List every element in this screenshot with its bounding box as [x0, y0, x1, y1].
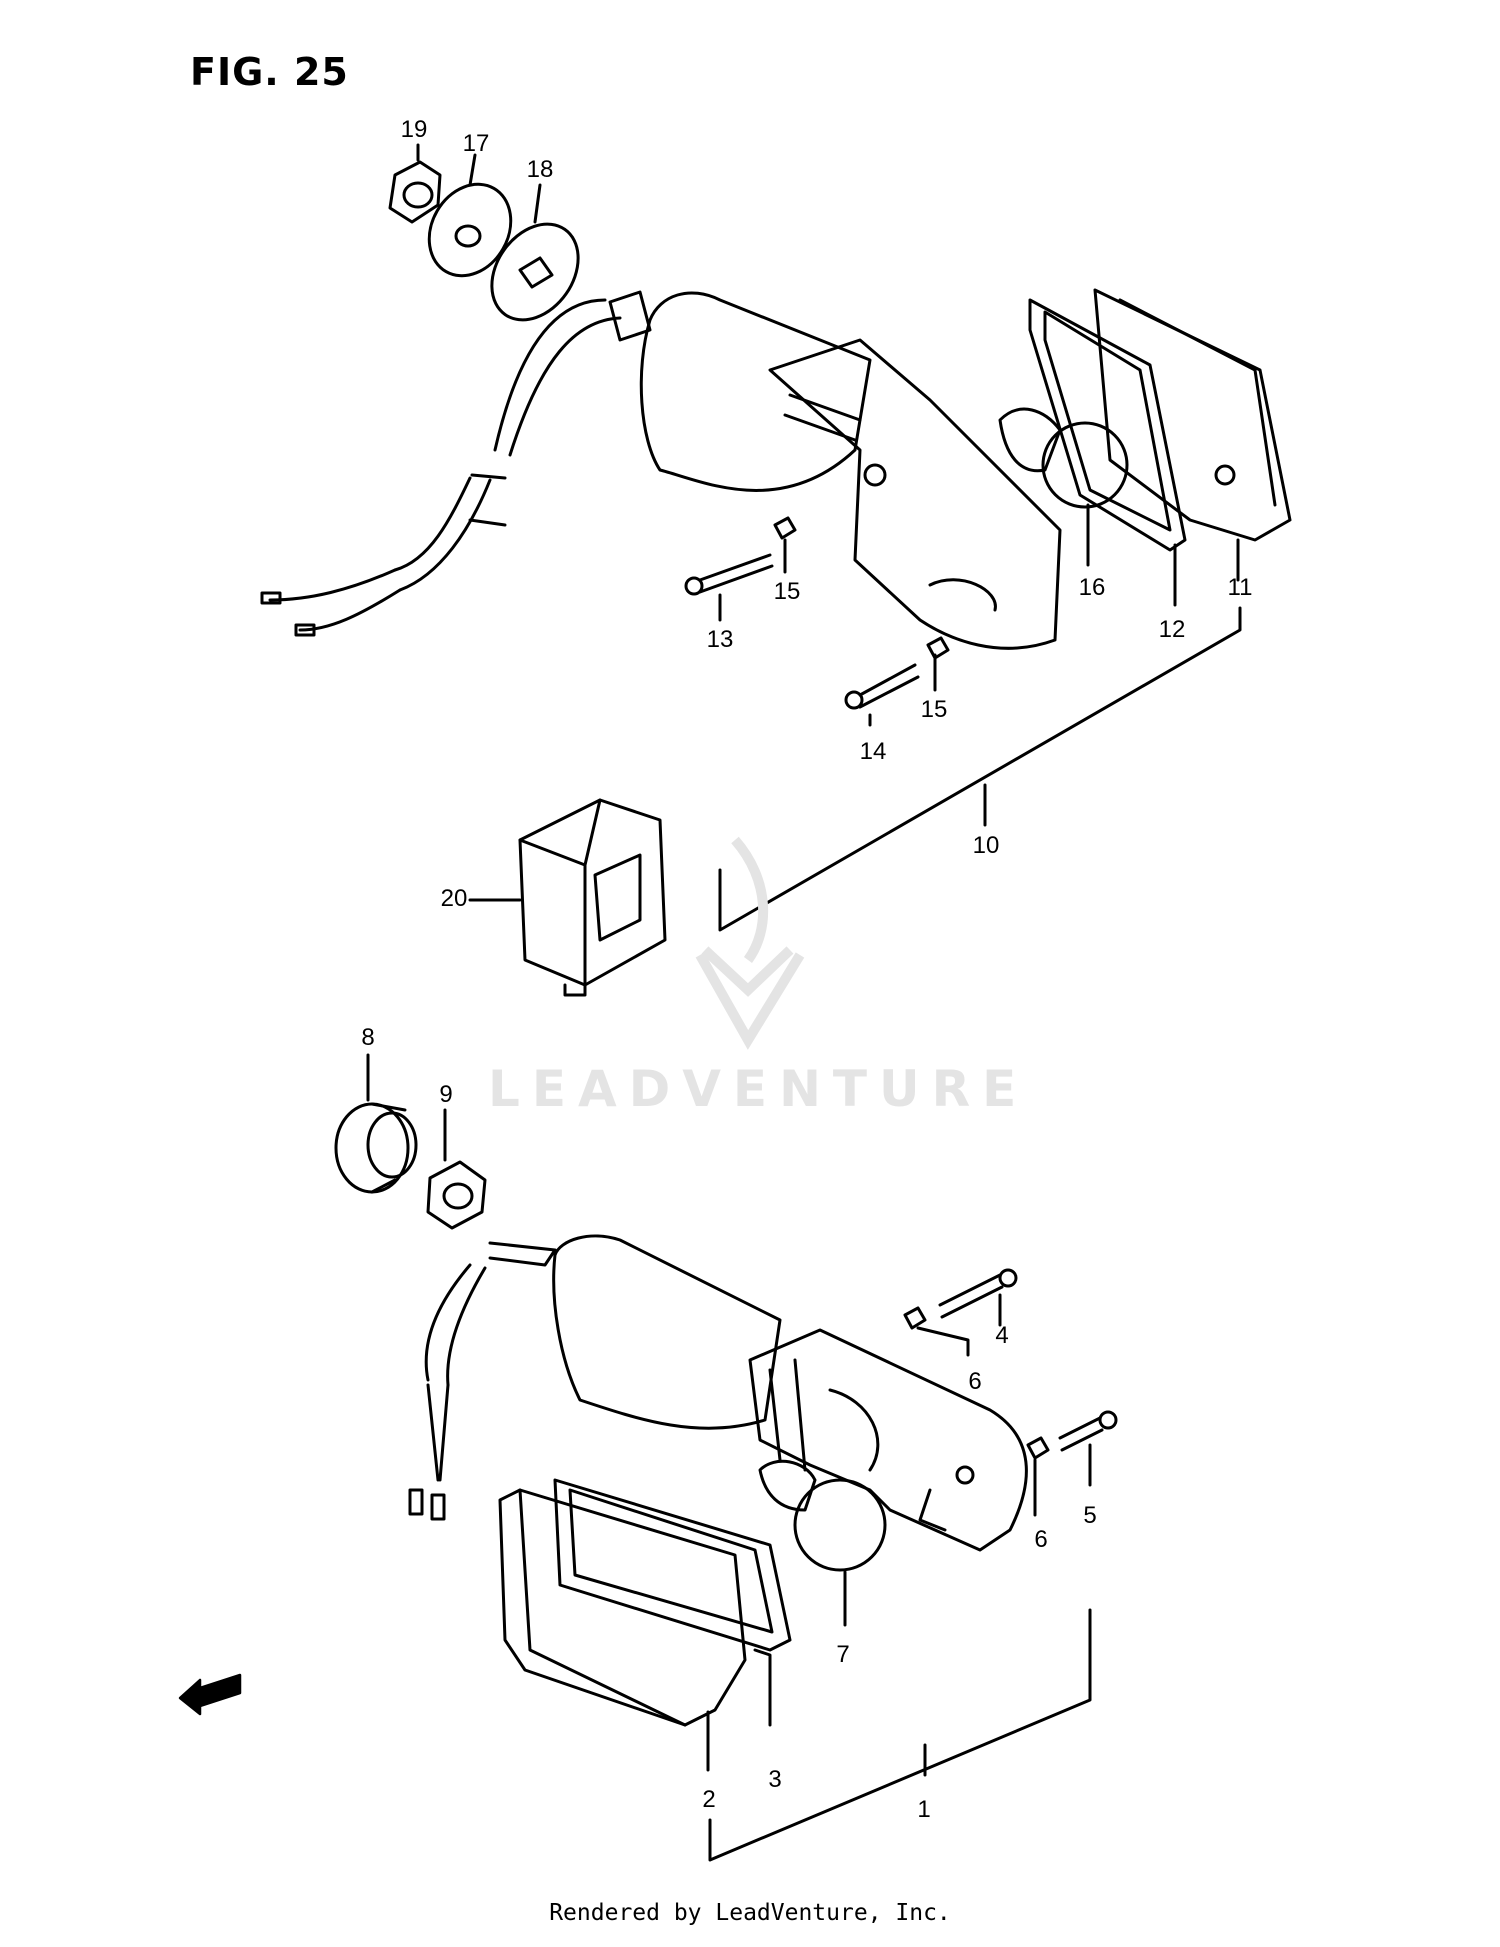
callout-20: 20 — [440, 885, 468, 912]
nut-9 — [426, 1160, 487, 1230]
relay-20 — [468, 798, 667, 997]
callout-13: 13 — [706, 626, 734, 653]
screw-14 — [844, 663, 920, 710]
callout-9: 9 — [439, 1081, 453, 1108]
nut-19 — [388, 160, 442, 224]
nut-6-b — [1026, 1436, 1050, 1460]
turn-signal-body-upper — [608, 290, 1062, 650]
callout-15b: 15 — [920, 696, 948, 723]
callout-6b: 6 — [1034, 1526, 1048, 1553]
callout-11: 11 — [1227, 574, 1253, 601]
screw-13 — [684, 553, 774, 596]
fwd-arrow-icon — [178, 1673, 242, 1716]
turn-signal-body-lower — [552, 1234, 1028, 1552]
bulb-7 — [758, 1459, 887, 1572]
callout-15: 15 — [773, 578, 801, 605]
callout-7: 7 — [836, 1641, 850, 1668]
lens-11 — [1093, 288, 1292, 542]
callout-18: 18 — [526, 156, 554, 183]
callout-5: 5 — [1083, 1502, 1097, 1529]
bulb-16 — [998, 407, 1129, 509]
gasket-3 — [553, 1478, 792, 1652]
upper-wire — [260, 298, 622, 637]
callout-16: 16 — [1078, 574, 1106, 601]
callout-12: 12 — [1158, 616, 1186, 643]
grommet-8 — [334, 1102, 418, 1194]
callout-2: 2 — [702, 1786, 716, 1813]
watermark-text: LEADVENTURE — [488, 1060, 1029, 1118]
callout-17: 17 — [462, 130, 490, 157]
callout-10: 10 — [972, 832, 1000, 859]
lens-2 — [498, 1488, 747, 1727]
watermark-logo — [695, 836, 805, 1050]
lower-wire — [408, 1241, 557, 1521]
callout-3: 3 — [768, 1766, 782, 1793]
callout-6: 6 — [968, 1368, 982, 1395]
callout-19: 19 — [400, 116, 428, 143]
figure-title: FIG. 25 — [190, 50, 349, 94]
screw-4 — [938, 1268, 1018, 1319]
callout-8: 8 — [361, 1024, 375, 1051]
footer-credit: Rendered by LeadVenture, Inc. — [549, 1900, 951, 1926]
callout-1: 1 — [917, 1796, 931, 1823]
callout-14: 14 — [859, 738, 887, 765]
cushion-18 — [490, 222, 580, 322]
nut-15-b — [926, 636, 950, 660]
screw-5 — [1058, 1410, 1118, 1452]
nut-6-a — [903, 1306, 927, 1330]
nut-15-a — [773, 516, 797, 540]
gasket-12 — [1028, 298, 1187, 552]
callout-4: 4 — [995, 1322, 1009, 1349]
